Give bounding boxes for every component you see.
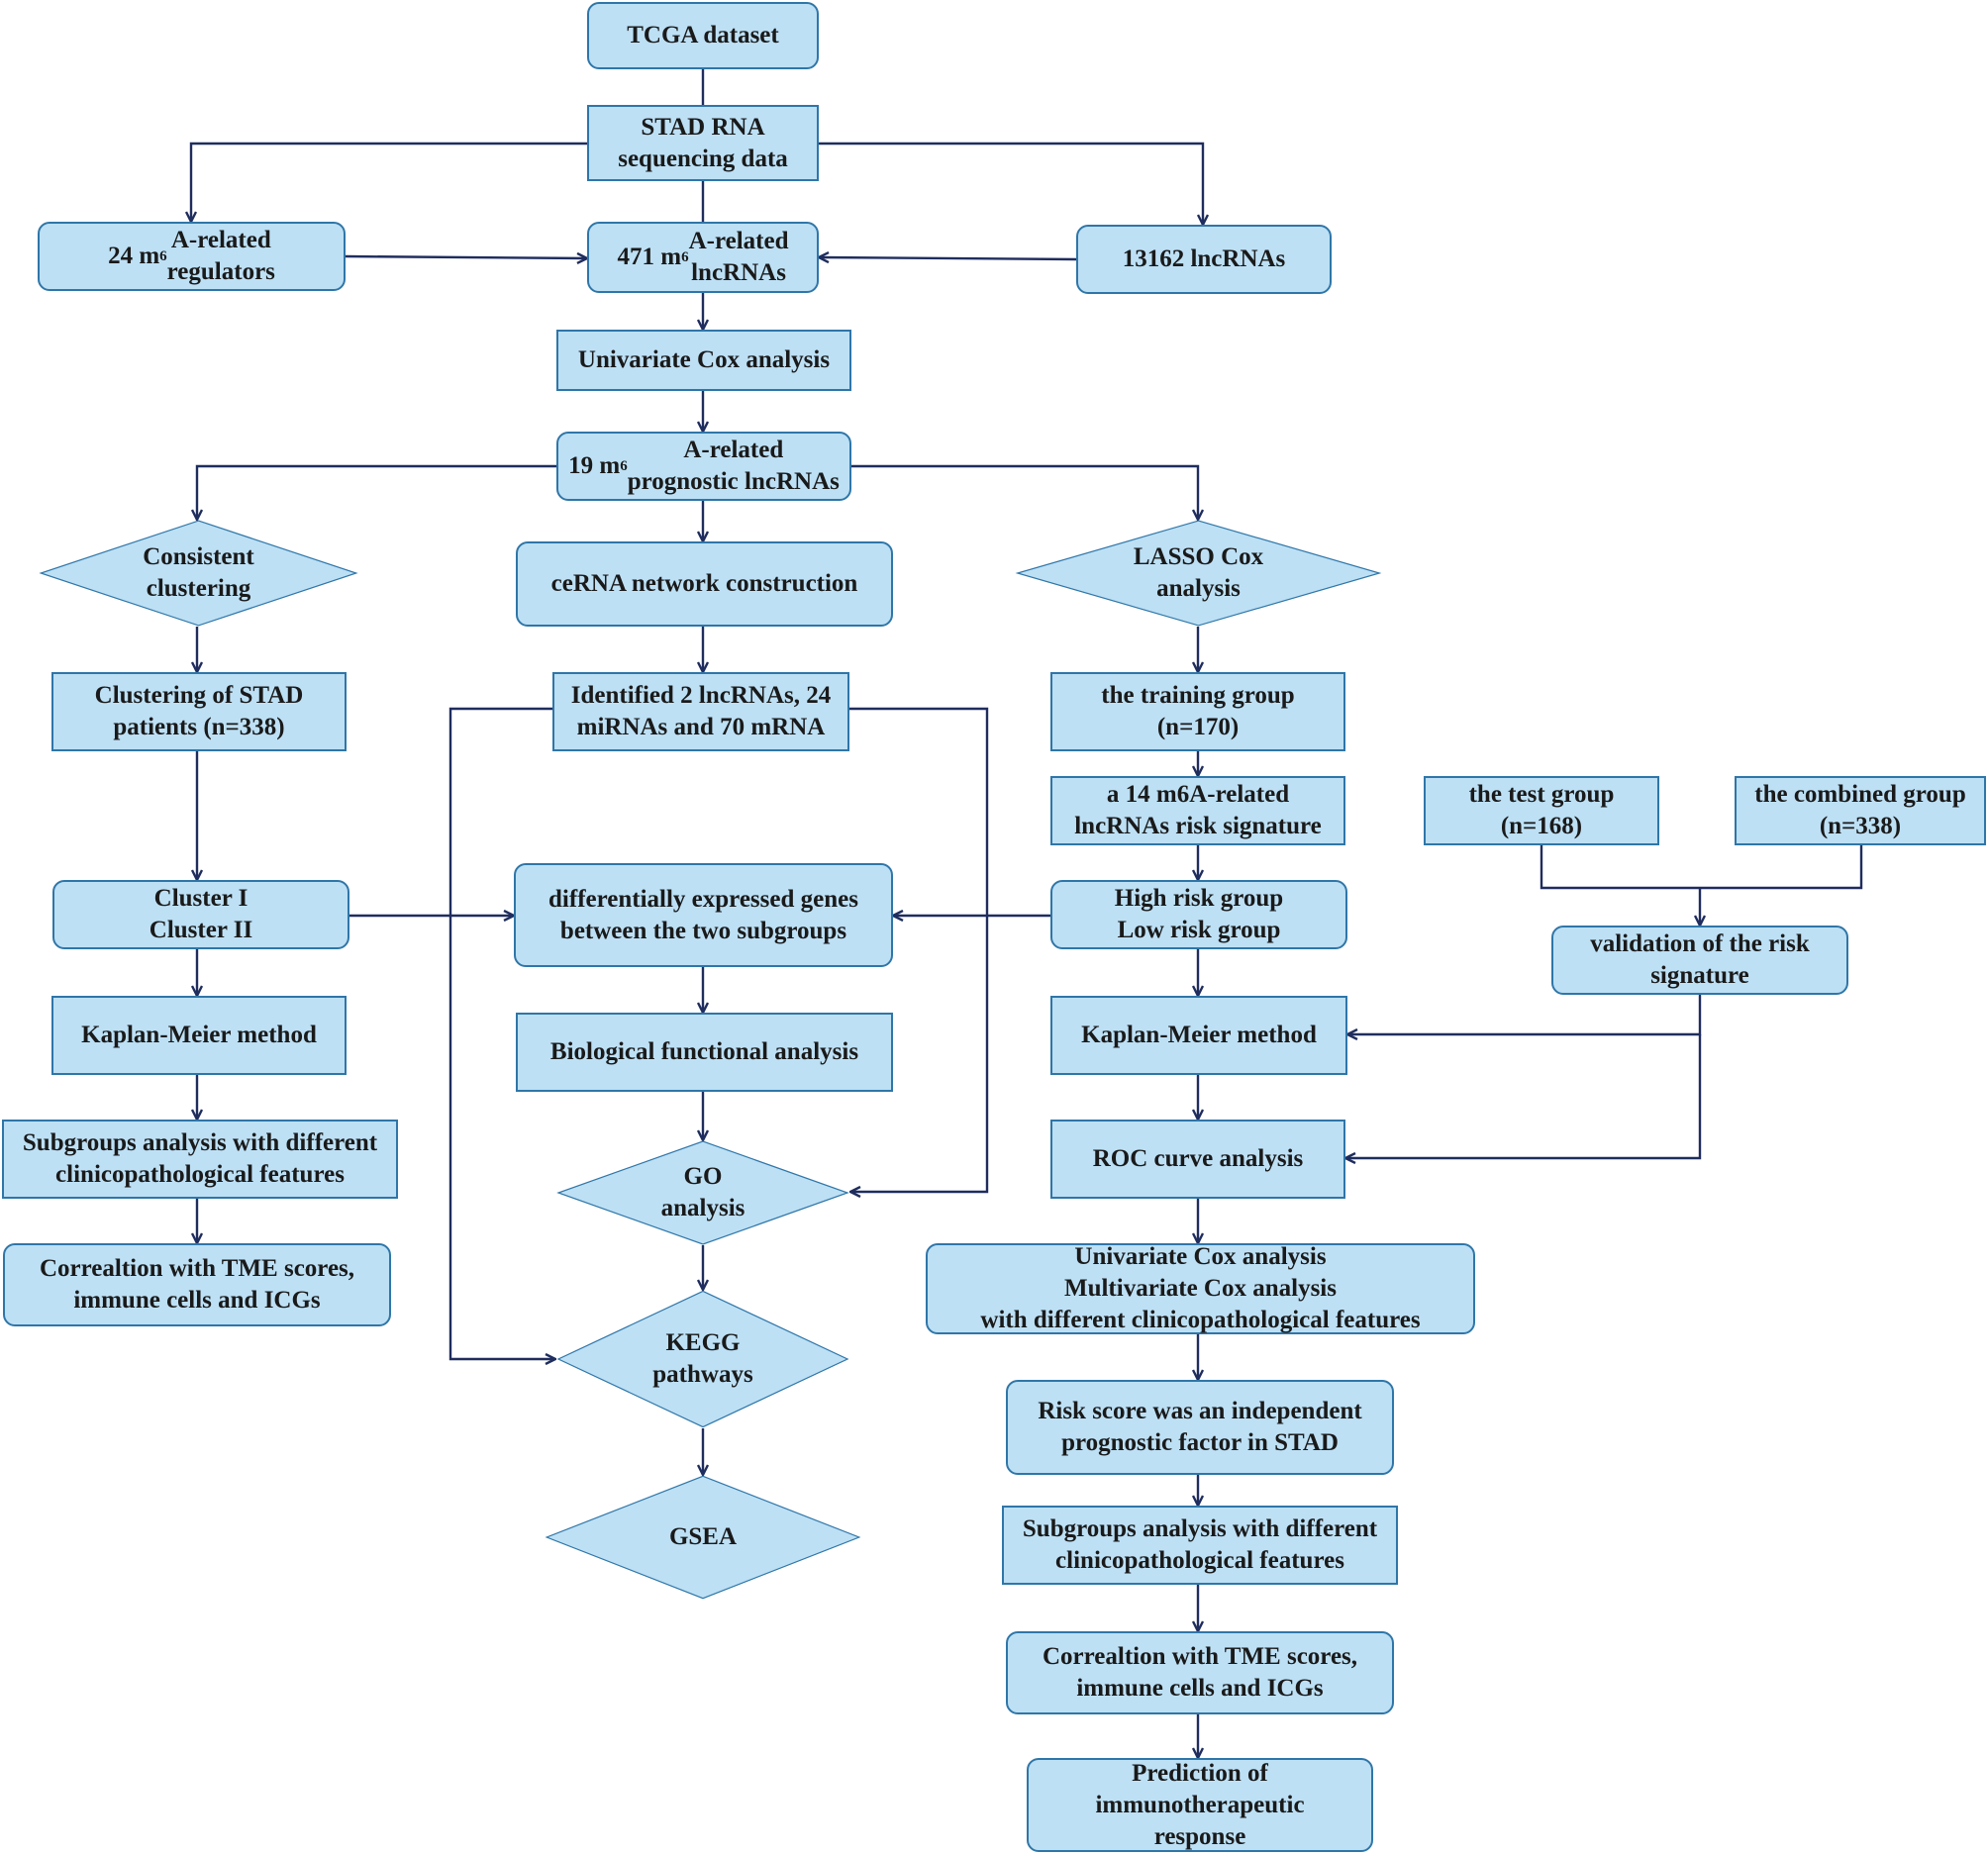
- edge-identified-go: [849, 707, 989, 1192]
- diamond-label: KEGG pathways: [652, 1329, 753, 1388]
- clustering-stad-box: Clustering of STAD patients (n=338): [51, 672, 347, 751]
- edge-stad-lncrnas: [819, 142, 1203, 225]
- edge-regulators-m6alnc: [345, 256, 587, 258]
- roc-curve-box: ROC curve analysis: [1050, 1120, 1345, 1199]
- diamond-shape: [38, 520, 359, 627]
- edge-prog-lasso: [851, 464, 1198, 520]
- multivariate-cox-box: Univariate Cox analysis Multivariate Cox…: [926, 1243, 1475, 1334]
- diamond-label: Consistent clustering: [143, 543, 254, 602]
- diamond-shape: [555, 1290, 850, 1428]
- diamond-label: GSEA: [668, 1523, 738, 1550]
- edge-validation-roc: [1345, 1034, 1702, 1158]
- validation-box: validation of the risk signature: [1551, 926, 1848, 995]
- univariate-cox-box: Univariate Cox analysis: [556, 330, 851, 391]
- gsea-diamond: GSEA: [544, 1475, 862, 1600]
- diamond-shape: [555, 1140, 850, 1245]
- test-group-box: the test group (n=168): [1424, 776, 1659, 845]
- tme-right-box: Correaltion with TME scores, immune cell…: [1006, 1631, 1394, 1714]
- diamond-label: LASSO Cox analysis: [1133, 543, 1264, 602]
- diamond-label: GO analysis: [660, 1163, 746, 1221]
- edge-prog-consistent: [197, 464, 556, 520]
- diamond-shape: [544, 1475, 862, 1600]
- risk-score-box: Risk score was an independent prognostic…: [1006, 1380, 1394, 1475]
- biological-analysis-box: Biological functional analysis: [516, 1013, 893, 1092]
- edge-identified-kegg: [448, 707, 555, 1359]
- subgroups-left-box: Subgroups analysis with different clinic…: [2, 1120, 398, 1199]
- identified-box: Identified 2 lncRNAs, 24 miRNAs and 70 m…: [552, 672, 849, 751]
- edge-test-join: [1540, 845, 1863, 890]
- prediction-box: Prediction of immunotherapeutic response: [1027, 1758, 1373, 1852]
- tme-left-box: Correaltion with TME scores, immune cell…: [3, 1243, 391, 1326]
- cluster-box: Cluster I Cluster II: [52, 880, 349, 949]
- lasso-cox-diamond: LASSO Cox analysis: [1014, 520, 1383, 627]
- stad-rna-box: STAD RNA sequencing data: [587, 105, 819, 181]
- subgroups-right-box: Subgroups analysis with different clinic…: [1002, 1506, 1398, 1585]
- lncrnas-box: 13162 lncRNAs: [1076, 225, 1332, 294]
- go-analysis-diamond: GO analysis: [555, 1140, 850, 1245]
- combined-group-box: the combined group (n=338): [1735, 776, 1986, 845]
- consistent-clustering-diamond: Consistent clustering: [38, 520, 359, 627]
- diamond-shape: [1014, 520, 1383, 627]
- tcga-dataset-box: TCGA dataset: [587, 2, 819, 69]
- cerna-network-box: ceRNA network construction: [516, 541, 893, 627]
- edge-lncrnas-m6alnc: [819, 257, 1077, 259]
- kaplan-meier-right-box: Kaplan-Meier method: [1050, 996, 1347, 1075]
- edge-validation-kmright: [1347, 995, 1702, 1034]
- edge-stad-regulators: [191, 142, 587, 222]
- training-group-box: the training group (n=170): [1050, 672, 1345, 751]
- risk-signature-box: a 14 m6A-related lncRNAs risk signature: [1050, 776, 1345, 845]
- kegg-pathways-diamond: KEGG pathways: [555, 1290, 850, 1428]
- kaplan-meier-left-box: Kaplan-Meier method: [51, 996, 347, 1075]
- risk-groups-box: High risk group Low risk group: [1050, 880, 1347, 949]
- deg-box: differentially expressed genes between t…: [514, 863, 893, 967]
